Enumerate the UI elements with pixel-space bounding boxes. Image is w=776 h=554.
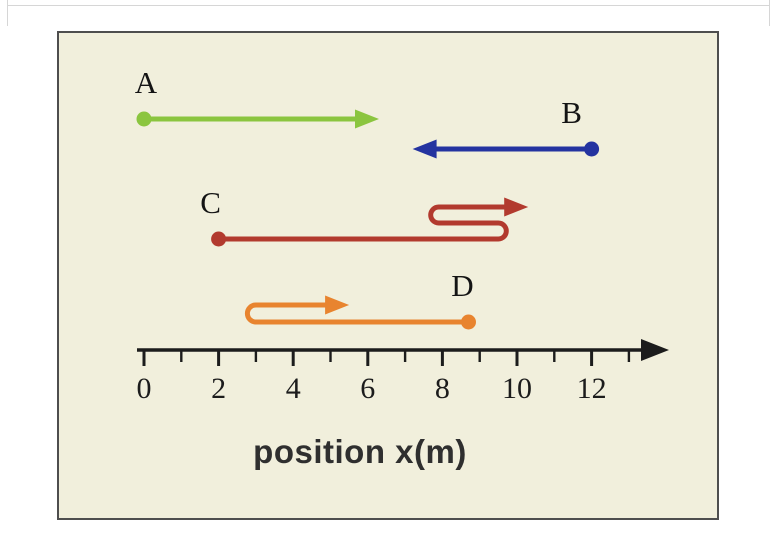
arrowhead-D <box>325 295 350 315</box>
axis-tick-label: 2 <box>211 372 226 405</box>
start-dot-A <box>136 111 152 127</box>
axis-tick-label: 10 <box>502 372 532 405</box>
arrowhead-A <box>355 109 379 129</box>
axis-tick-label: 12 <box>577 372 607 405</box>
axis-arrowhead <box>641 339 669 361</box>
object-label-C: C <box>200 185 221 220</box>
page-frame-top <box>7 5 770 6</box>
axis-tick-label: 8 <box>435 372 450 405</box>
trajectory-D <box>244 302 469 325</box>
axis-label: position x(m) <box>253 433 467 470</box>
object-label-A: A <box>135 65 158 100</box>
object-label-D: D <box>451 268 473 303</box>
start-dot-C <box>211 231 227 247</box>
page-frame-right <box>769 0 770 26</box>
start-dot-D <box>461 314 476 330</box>
figure-panel: 0 2 4 6 8 10 12 A B C D position x(m) <box>57 31 719 520</box>
motion-diagram: 0 2 4 6 8 10 12 A B C D <box>135 65 669 405</box>
arrowhead-B <box>412 139 437 159</box>
trajectory-C <box>218 204 509 242</box>
axis-tick-label: 6 <box>360 372 375 405</box>
arrowhead-C <box>504 197 529 217</box>
axis-tick-label: 4 <box>286 372 301 405</box>
axis-tick-label: 0 <box>137 372 152 405</box>
start-dot-B <box>584 141 600 157</box>
page-frame-left <box>7 0 8 26</box>
object-label-B: B <box>561 95 582 130</box>
